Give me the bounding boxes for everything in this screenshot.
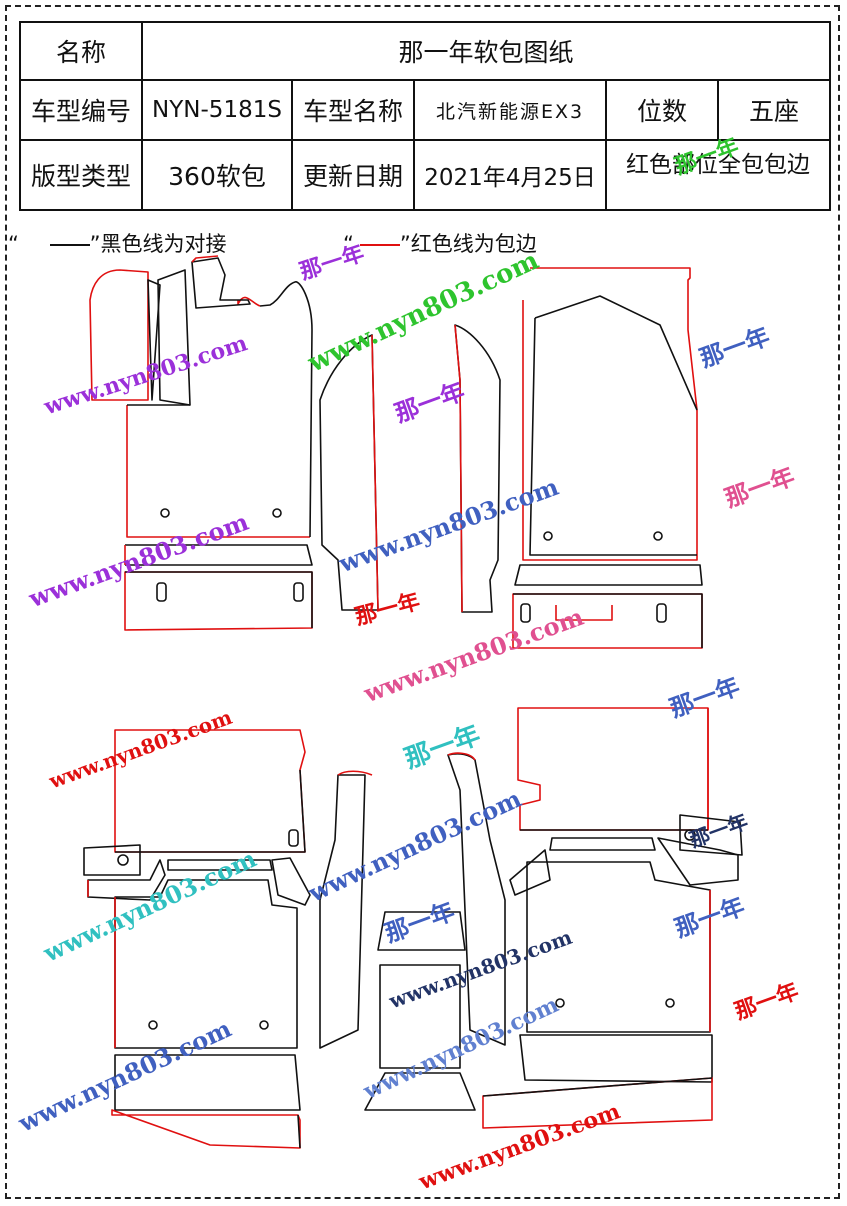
model-name-label: 车型名称 <box>291 79 415 141</box>
piece-rear-right-main <box>509 837 711 1033</box>
piece-sill-right-top <box>454 324 501 613</box>
pattern-type: 360软包 <box>141 139 293 211</box>
model-name: 北汽新能源EX3 <box>413 79 607 141</box>
piece-front-left-strip-1 <box>124 544 313 566</box>
piece-tunnel-top <box>377 911 466 951</box>
legend-red-open-quote: “ <box>343 232 354 256</box>
piece-rear-left-bottom <box>111 1054 301 1149</box>
piece-rear-right-flap <box>657 814 743 886</box>
piece-tunnel-mid <box>379 964 461 1069</box>
piece-sill-left-bottom <box>319 770 373 1049</box>
drawing-name: 那一年软包图纸 <box>140 21 832 81</box>
update-date: 2021年4月25日 <box>413 139 607 211</box>
dashed-page-border <box>5 5 840 1199</box>
piece-rear-left-main <box>114 857 311 1049</box>
edge-note: 红色部位全包包边 <box>604 139 832 211</box>
model-code-label: 车型编号 <box>19 79 143 141</box>
legend-black-text: ”黑色线为对接 <box>89 232 227 256</box>
piece-front-right-strip-1 <box>514 564 703 586</box>
piece-front-right-main <box>522 267 698 561</box>
piece-sill-right-bottom <box>447 752 506 1046</box>
update-date-label: 更新日期 <box>291 139 415 211</box>
seats-label: 位数 <box>605 79 719 141</box>
piece-front-left-strip-2 <box>124 571 313 631</box>
piece-rear-left-upper <box>114 729 306 853</box>
piece-rear-right-bottom <box>482 1034 713 1129</box>
name-label: 名称 <box>19 21 143 81</box>
piece-rear-right-upper <box>517 707 709 831</box>
model-code: NYN-5181S <box>141 79 293 141</box>
pattern-type-label: 版型类型 <box>19 139 143 211</box>
legend-black-line <box>49 244 90 246</box>
legend-black: “ ”黑色线为对接 <box>8 228 226 258</box>
legend-black-open-quote: “ <box>8 232 19 256</box>
piece-rear-left-flap <box>83 844 166 901</box>
piece-tunnel-bottom <box>364 1072 476 1111</box>
legend-red-text: ”红色线为包边 <box>399 232 537 256</box>
piece-front-left-main <box>89 255 313 538</box>
seats-value: 五座 <box>716 79 832 141</box>
piece-front-right-strip-2 <box>512 593 703 649</box>
legend-red-line <box>359 244 400 246</box>
piece-sill-left-top <box>319 334 379 611</box>
info-table: 名称 那一年软包图纸 车型编号 NYN-5181S 车型名称 北汽新能源EX3 … <box>19 21 832 211</box>
legend-red: “ ”红色线为包边 <box>343 228 537 258</box>
